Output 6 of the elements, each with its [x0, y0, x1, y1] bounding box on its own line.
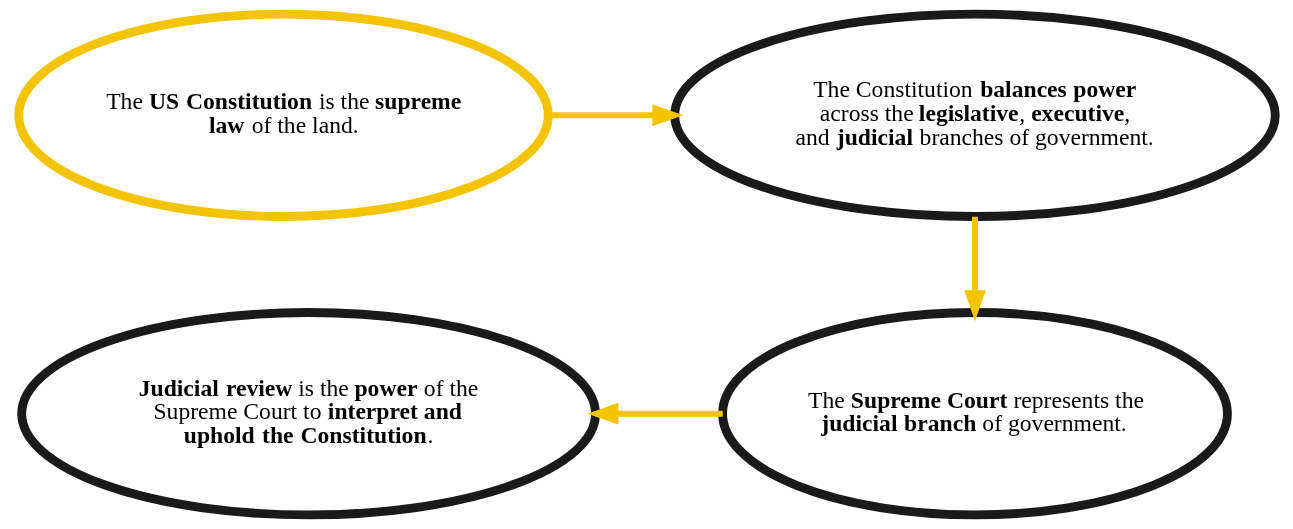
arrow: [963, 216, 986, 322]
node-ellipse: The Constitution balances power across the legislative, executive, and judicial branches of government.: [669, 9, 1280, 221]
arrow: [586, 402, 723, 425]
node-ellipse: The Supreme Court represents the judicial branch of government.: [717, 308, 1232, 520]
node-ellipse: The US Constitution is the supreme law of the land.: [13, 9, 553, 221]
node-ellipse: Judicial review is the power of the Supreme Court to interpret and uphold the Constitution.: [16, 308, 600, 520]
